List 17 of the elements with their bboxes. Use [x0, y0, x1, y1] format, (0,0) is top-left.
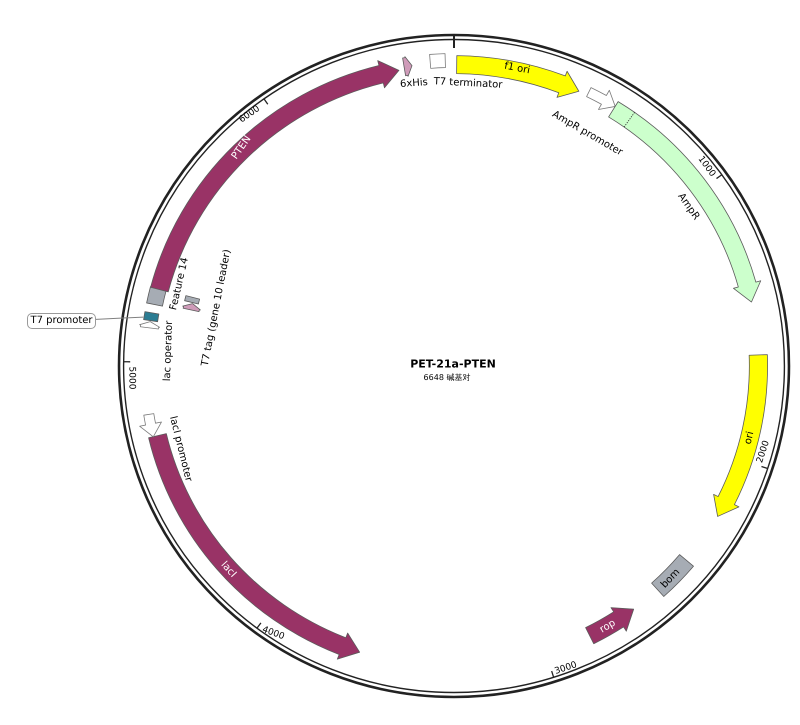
feature-label: 6xHis [400, 78, 428, 90]
feature-label: lac operator [162, 320, 176, 382]
feature-label: Feature 14 [169, 256, 191, 312]
feature-label: lacI [218, 560, 238, 580]
tick-label: 3000 [554, 661, 578, 677]
plasmid-name: PET-21a-PTEN [410, 358, 496, 370]
callout-label: T7 promoter [27, 313, 96, 329]
feature-label: f1 ori [503, 62, 531, 76]
leader-line [96, 316, 144, 320]
sequence-length: 6648 碱基对 [424, 374, 470, 382]
feature-label: T7 tag (gene 10 leader) [200, 248, 234, 368]
tick-label: 2000 [756, 440, 772, 464]
feature-label: ori [744, 430, 756, 446]
tick-label: 4000 [260, 626, 286, 642]
feature-label: rop [598, 618, 618, 636]
feature-label: T7 terminator [433, 77, 503, 91]
tick-label: 5000 [126, 366, 136, 390]
